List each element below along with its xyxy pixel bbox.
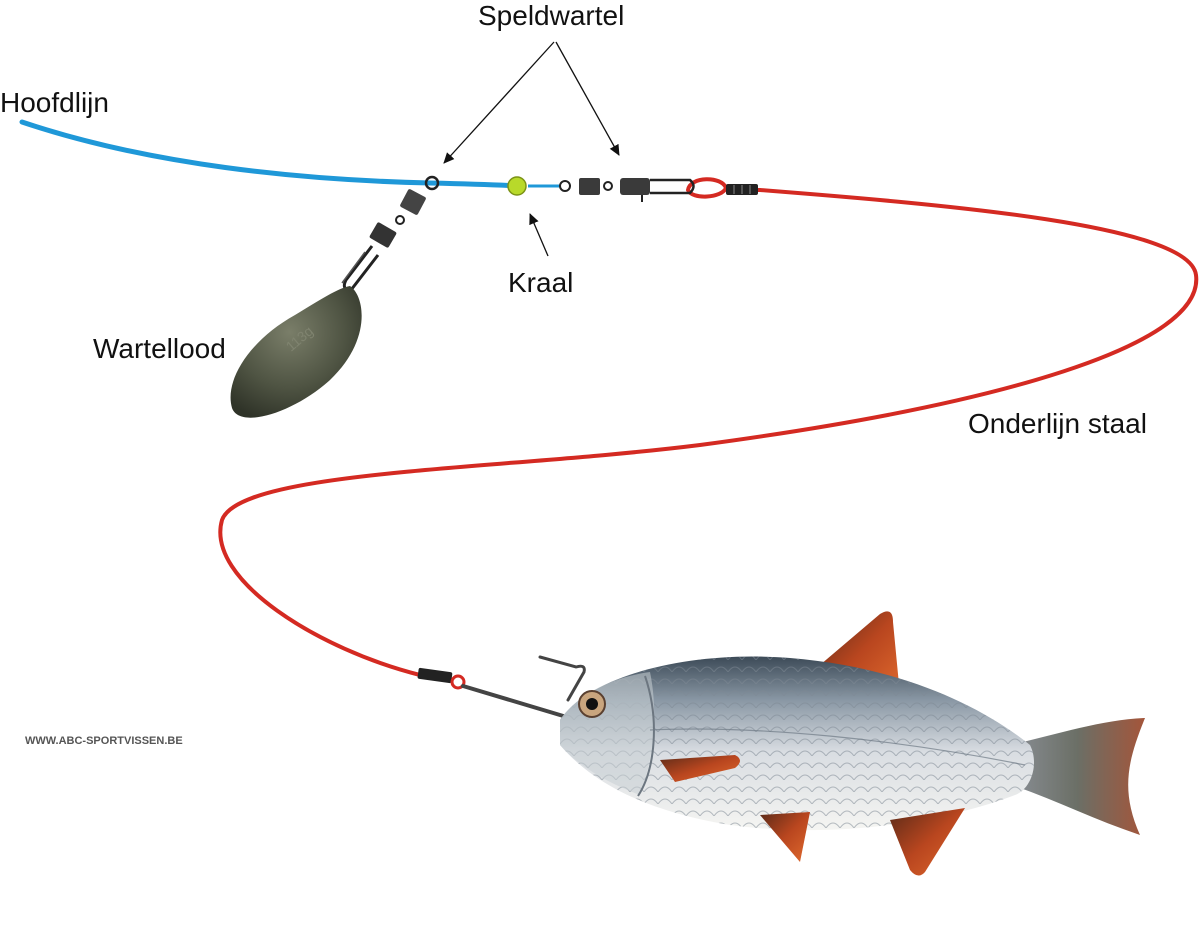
steel-leader: [218, 188, 1199, 677]
label-hoofdlijn: Hoofdlijn: [0, 87, 109, 118]
arrow-kraal: [529, 213, 549, 257]
label-wartellood: Wartellood: [93, 333, 226, 364]
crimp-sleeve-top: [726, 184, 758, 195]
boom-swivel-icon: [341, 175, 440, 292]
watermark: WWW.ABC-SPORTVISSEN.BE: [25, 735, 183, 747]
arrow-speldwartel-left: [443, 41, 555, 164]
label-kraal: Kraal: [508, 267, 573, 298]
lead-weight-icon: 113g: [230, 286, 362, 418]
swivel-icon: [559, 178, 613, 195]
snap-swivel-icon: [620, 178, 695, 202]
label-speldwartel: Speldwartel: [478, 0, 624, 31]
arrow-speldwartel-right: [555, 41, 620, 156]
main-line: [19, 119, 523, 189]
hook-icon: [461, 655, 586, 720]
crimp-sleeve-bottom: [417, 667, 466, 690]
label-onderlijn-staal: Onderlijn staal: [968, 408, 1147, 439]
bead-icon: [507, 176, 527, 196]
fish-icon: [560, 611, 1145, 876]
